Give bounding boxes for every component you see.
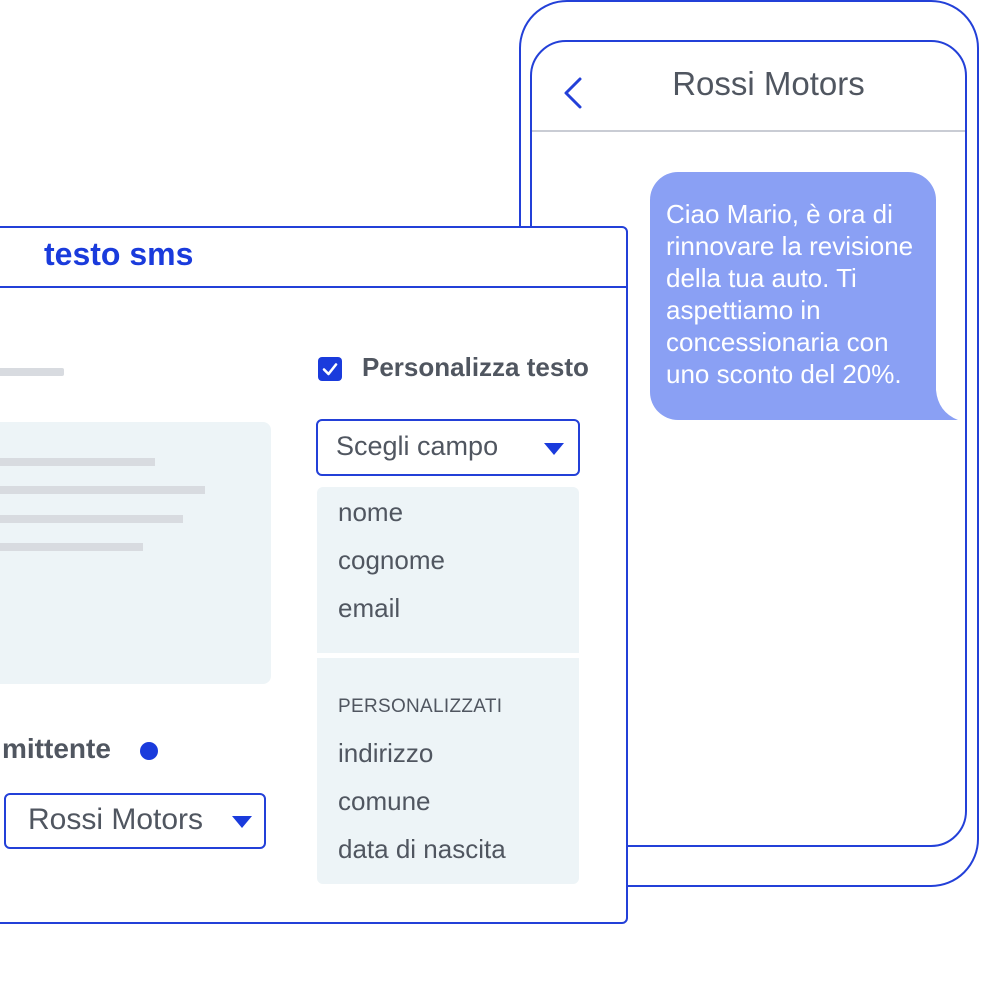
panel-header: testo sms	[0, 228, 626, 288]
contact-name: Rossi Motors	[672, 65, 865, 102]
caret-down-icon	[232, 816, 252, 828]
personalize-label: Personalizza testo	[362, 352, 589, 382]
required-indicator-dot	[140, 742, 158, 760]
sender-select[interactable]: Rossi Motors	[4, 793, 266, 849]
chat-header: Rossi Motors	[532, 42, 965, 132]
personalize-checkbox[interactable]	[318, 357, 342, 381]
sms-text-area[interactable]	[0, 422, 271, 684]
dropdown-option-cognome[interactable]: cognome	[338, 545, 445, 575]
caret-down-icon	[544, 443, 564, 455]
field-select[interactable]: Scegli campo	[316, 419, 580, 476]
sms-editor-panel: testo sms Personalizza testo Scegli camp…	[0, 226, 628, 924]
dropdown-option-comune[interactable]: comune	[338, 786, 431, 816]
dropdown-option-indirizzo[interactable]: indirizzo	[338, 738, 434, 768]
bubble-tail	[930, 390, 958, 420]
text-placeholder-line	[0, 543, 143, 551]
message-bubble: Ciao Mario, è ora di rinnovare la revisi…	[650, 172, 958, 420]
message-text: Ciao Mario, è ora di rinnovare la revisi…	[666, 199, 914, 389]
sender-select-value: Rossi Motors	[28, 803, 204, 836]
dropdown-custom-group: PERSONALIZZATI indirizzo comune data di …	[317, 658, 579, 884]
dropdown-option-email[interactable]: email	[338, 593, 401, 623]
text-placeholder-line	[0, 486, 205, 494]
checkmark-icon	[322, 363, 338, 376]
label-placeholder-bar	[0, 368, 64, 376]
dropdown-section-header: PERSONALIZZATI	[338, 696, 503, 717]
text-placeholder-line	[0, 458, 155, 466]
sender-label: mittente	[2, 733, 111, 764]
dropdown-standard-group: nome cognome email	[317, 487, 579, 653]
back-chevron-icon[interactable]	[562, 76, 584, 110]
dropdown-option-data-di-nascita[interactable]: data di nascita	[338, 834, 506, 864]
text-placeholder-line	[0, 515, 183, 523]
panel-title: testo sms	[44, 236, 194, 272]
dropdown-option-nome[interactable]: nome	[338, 497, 404, 527]
field-select-placeholder: Scegli campo	[336, 431, 499, 461]
